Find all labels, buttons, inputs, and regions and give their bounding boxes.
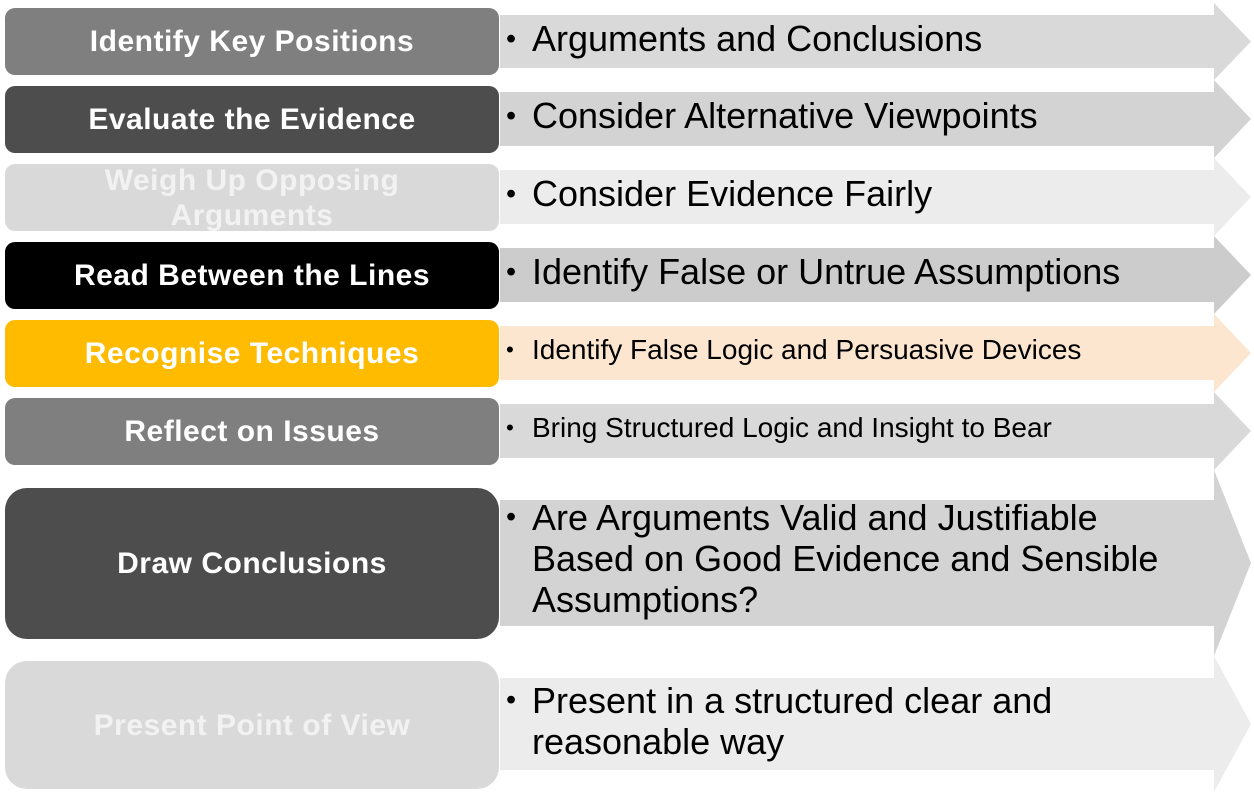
bullet-point: • bbox=[506, 501, 517, 533]
step-arrow-4 bbox=[500, 236, 1251, 314]
bullet-point: • bbox=[506, 100, 517, 132]
step-detail-text: Consider Alternative Viewpoints bbox=[532, 95, 1038, 136]
step-arrow-shape bbox=[500, 392, 1251, 470]
step-detail-text: Present in a structured clear and reason… bbox=[532, 680, 1053, 762]
step-arrow-7 bbox=[500, 470, 1251, 656]
step-arrow-shape bbox=[500, 236, 1251, 314]
step-label-box-4: Read Between the Lines bbox=[5, 242, 499, 309]
step-detail-text: Consider Evidence Fairly bbox=[532, 173, 933, 214]
step-label-box-3: Weigh Up Opposing Arguments bbox=[5, 163, 499, 232]
step-label: Recognise Techniques bbox=[84, 337, 420, 370]
step-label: Identify Key Positions bbox=[89, 25, 415, 58]
step-label-box-5: Recognise Techniques bbox=[5, 320, 499, 387]
step-label-box-1: Identify Key Positions bbox=[5, 8, 499, 75]
step-detail-text: Identify False or Untrue Assumptions bbox=[532, 251, 1121, 292]
step-detail-text: Identify False Logic and Persuasive Devi… bbox=[532, 334, 1082, 365]
step-arrow-5 bbox=[500, 314, 1251, 392]
step-label: Draw Conclusions bbox=[117, 547, 387, 580]
step-label: Present Point of View bbox=[93, 708, 411, 742]
step-arrow-6 bbox=[500, 392, 1251, 470]
step-label: Reflect on Issues bbox=[124, 415, 380, 448]
step-detail-text: Arguments and Conclusions bbox=[532, 18, 983, 59]
step-detail-6: • Bring Structured Logic and Insight to B… bbox=[506, 412, 1236, 444]
step-arrow-shape bbox=[500, 656, 1251, 792]
step-arrow-2 bbox=[500, 80, 1251, 158]
bullet-point: • bbox=[506, 337, 514, 362]
step-detail-text: Are Arguments Valid and Justifiable Base… bbox=[532, 497, 1159, 620]
bullet-point: • bbox=[506, 684, 517, 716]
step-arrow-shape bbox=[500, 470, 1251, 656]
step-detail-3: • Consider Evidence Fairly bbox=[506, 174, 1236, 214]
step-detail-7: • Are Arguments Valid and Justifiable Bas… bbox=[506, 497, 1166, 620]
step-arrow-shape bbox=[500, 3, 1251, 80]
step-detail-4: • Identify False or Untrue Assumptions bbox=[506, 252, 1236, 292]
step-detail-1: • Arguments and Conclusions bbox=[506, 19, 1236, 59]
step-detail-text: Bring Structured Logic and Insight to Be… bbox=[532, 412, 1052, 443]
bullet-point: • bbox=[506, 23, 517, 55]
step-arrow-shape bbox=[500, 158, 1251, 236]
bullet-point: • bbox=[506, 415, 514, 440]
bullet-point: • bbox=[506, 178, 517, 210]
step-label: Read Between the Lines bbox=[73, 259, 431, 292]
step-detail-8: • Present in a structured clear and reaso… bbox=[506, 680, 1166, 762]
step-detail-5: • Identify False Logic and Persuasive Dev… bbox=[506, 334, 1236, 366]
step-arrow-3 bbox=[500, 158, 1251, 236]
step-arrow-8 bbox=[500, 656, 1251, 792]
step-arrow-1 bbox=[500, 3, 1251, 80]
step-label: Evaluate the Evidence bbox=[88, 103, 416, 136]
step-arrow-shape bbox=[500, 314, 1251, 392]
step-label-box-6: Reflect on Issues bbox=[5, 398, 499, 465]
bullet-point: • bbox=[506, 256, 517, 288]
step-label: Weigh Up Opposing Arguments bbox=[104, 163, 400, 232]
step-label-box-8: Present Point of View bbox=[5, 661, 499, 789]
step-arrow-shape bbox=[500, 80, 1251, 158]
step-label-box-7: Draw Conclusions bbox=[5, 488, 499, 639]
step-detail-2: • Consider Alternative Viewpoints bbox=[506, 96, 1236, 136]
step-label-box-2: Evaluate the Evidence bbox=[5, 86, 499, 153]
